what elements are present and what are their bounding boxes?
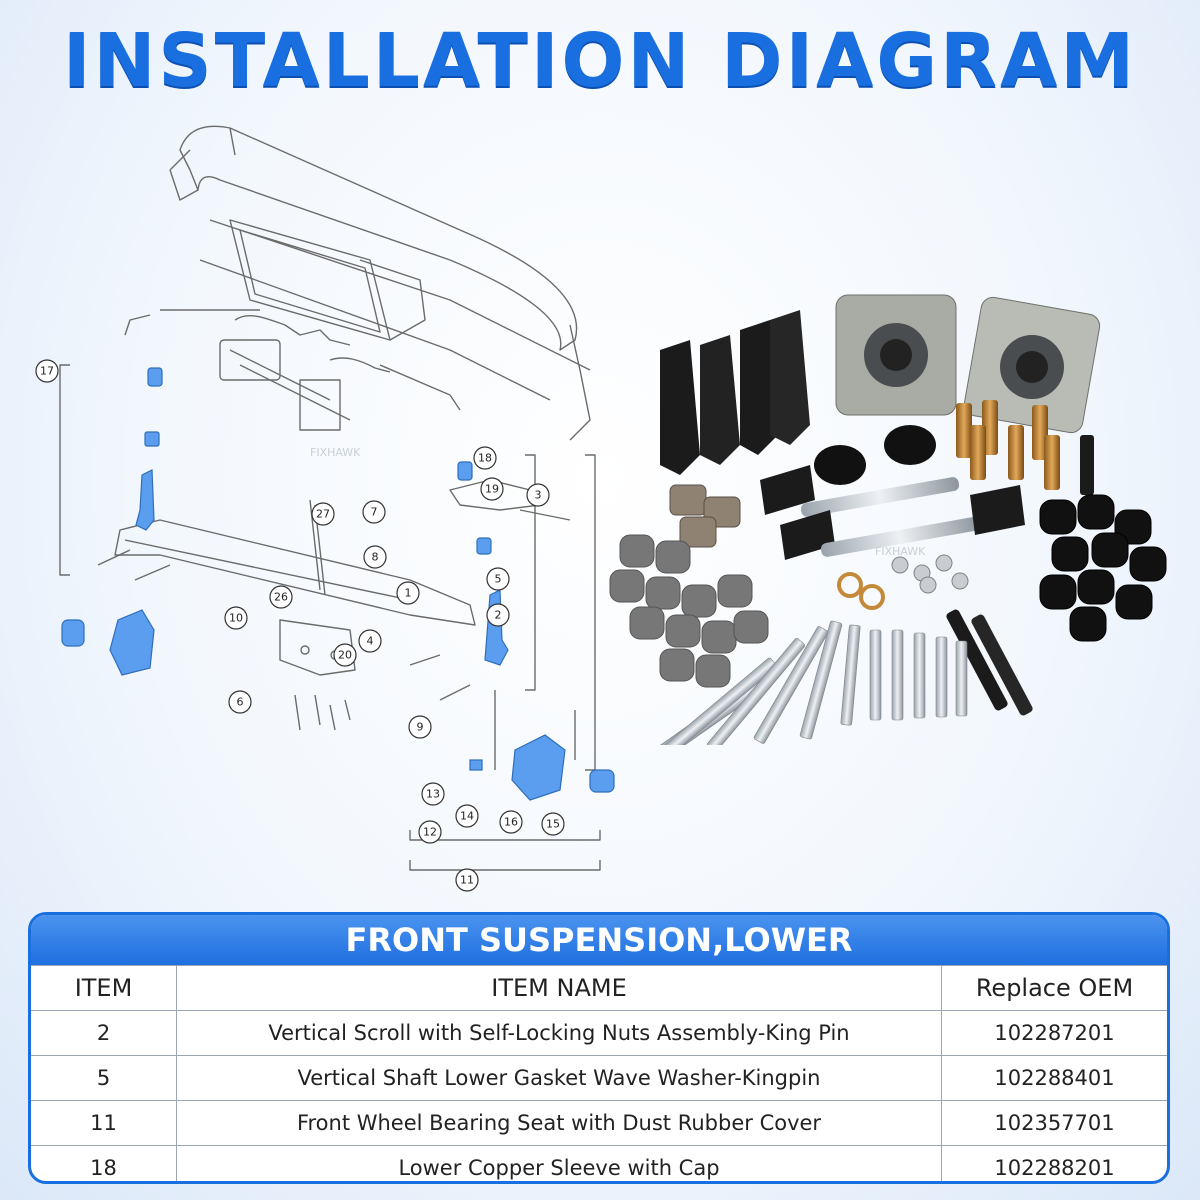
item-name: Vertical Scroll with Self-Locking Nuts A… xyxy=(176,1010,942,1056)
oem-number: 102287201 xyxy=(941,1010,1167,1056)
svg-text:5: 5 xyxy=(495,573,502,586)
kit-parts-photo: FIXHAWK xyxy=(609,294,1167,745)
table-row: 18 Lower Copper Sleeve with Cap 10228820… xyxy=(31,1145,1167,1181)
column-header-item: ITEM xyxy=(31,965,177,1011)
table-header-row: ITEM ITEM NAME Replace OEM xyxy=(31,965,1167,1011)
svg-text:14: 14 xyxy=(460,810,474,823)
svg-text:20: 20 xyxy=(338,649,352,662)
oem-number: 102288401 xyxy=(941,1055,1167,1101)
svg-text:9: 9 xyxy=(417,721,424,734)
svg-text:15: 15 xyxy=(546,818,560,831)
svg-text:27: 27 xyxy=(316,508,330,521)
svg-text:7: 7 xyxy=(371,506,378,519)
parts-table: ITEM ITEM NAME Replace OEM 2 Vertical Sc… xyxy=(31,965,1167,1181)
svg-text:26: 26 xyxy=(274,591,288,604)
exploded-assembly-diagram: FIXHAWK 17 18 19 3 7 27 8 5 2 1 26 10 4 … xyxy=(35,125,615,892)
svg-text:17: 17 xyxy=(40,365,54,378)
item-number: 5 xyxy=(31,1055,177,1101)
column-header-item-name: ITEM NAME xyxy=(176,965,942,1011)
column-header-replace-oem: Replace OEM xyxy=(941,965,1167,1011)
item-name: Front Wheel Bearing Seat with Dust Rubbe… xyxy=(176,1100,942,1146)
oem-number: 102288201 xyxy=(941,1145,1167,1181)
oem-number: 102357701 xyxy=(941,1100,1167,1146)
item-name: Vertical Shaft Lower Gasket Wave Washer-… xyxy=(176,1055,942,1101)
page-title: INSTALLATION DIAGRAM xyxy=(62,18,1138,104)
item-number: 2 xyxy=(31,1010,177,1056)
svg-text:8: 8 xyxy=(372,551,379,564)
svg-text:18: 18 xyxy=(478,452,492,465)
item-number: 11 xyxy=(31,1100,177,1146)
table-row: 5 Vertical Shaft Lower Gasket Wave Washe… xyxy=(31,1055,1167,1101)
svg-text:2: 2 xyxy=(495,609,502,622)
photo-watermark-text: FIXHAWK xyxy=(875,545,926,558)
svg-text:16: 16 xyxy=(504,816,518,829)
item-name: Lower Copper Sleeve with Cap xyxy=(176,1145,942,1181)
table-row: 11 Front Wheel Bearing Seat with Dust Ru… xyxy=(31,1100,1167,1146)
table-row: 2 Vertical Scroll with Self-Locking Nuts… xyxy=(31,1010,1167,1056)
item-number: 18 xyxy=(31,1145,177,1181)
svg-text:12: 12 xyxy=(423,826,437,839)
svg-text:4: 4 xyxy=(367,635,374,648)
svg-text:6: 6 xyxy=(237,696,244,709)
part-callouts: 17 18 19 3 7 27 8 5 2 1 26 10 4 20 6 9 1… xyxy=(35,359,565,892)
svg-text:19: 19 xyxy=(485,483,499,496)
svg-text:10: 10 xyxy=(229,612,243,625)
parts-table-panel: FRONT SUSPENSION,LOWER ITEM ITEM NAME Re… xyxy=(28,912,1170,1184)
table-title: FRONT SUSPENSION,LOWER xyxy=(31,915,1167,965)
watermark-text: FIXHAWK xyxy=(310,446,361,459)
svg-text:1: 1 xyxy=(405,587,412,600)
svg-text:3: 3 xyxy=(535,489,542,502)
svg-text:11: 11 xyxy=(460,874,474,887)
svg-text:13: 13 xyxy=(426,788,440,801)
